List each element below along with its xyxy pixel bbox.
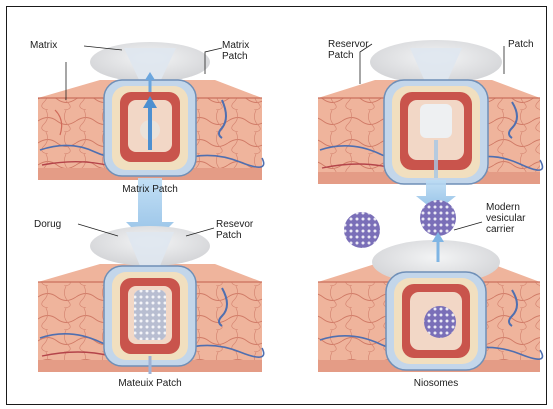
label-matrix-patch-caption: Matrix Patch — [122, 184, 178, 195]
label-mateuix-patch: Mateuix Patch — [118, 378, 181, 389]
niosome-chamber — [386, 272, 486, 370]
label-matrix: Matrix — [30, 40, 57, 51]
leader-modern-carrier — [454, 222, 482, 230]
leader-drug — [78, 224, 118, 236]
label-drug: Dorug — [34, 219, 61, 230]
label-matrix-patch-top: Matrix Patch — [222, 40, 249, 62]
label-resevor-patch: Resevor Patch — [216, 219, 253, 241]
panel-matrix-bottom — [38, 224, 264, 374]
vesicular-carrier — [344, 212, 380, 248]
label-niosomes: Niosomes — [414, 378, 458, 389]
label-reservor-patch: Reservor Patch — [328, 39, 369, 61]
label-modern-carrier: Modern vesicular carrier — [486, 202, 525, 235]
panel-matrix-top — [38, 42, 264, 180]
mateuix-chamber — [104, 266, 196, 366]
panel-reservoir — [318, 40, 543, 184]
vesicular-carrier — [420, 200, 456, 236]
label-patch: Patch — [508, 39, 534, 50]
